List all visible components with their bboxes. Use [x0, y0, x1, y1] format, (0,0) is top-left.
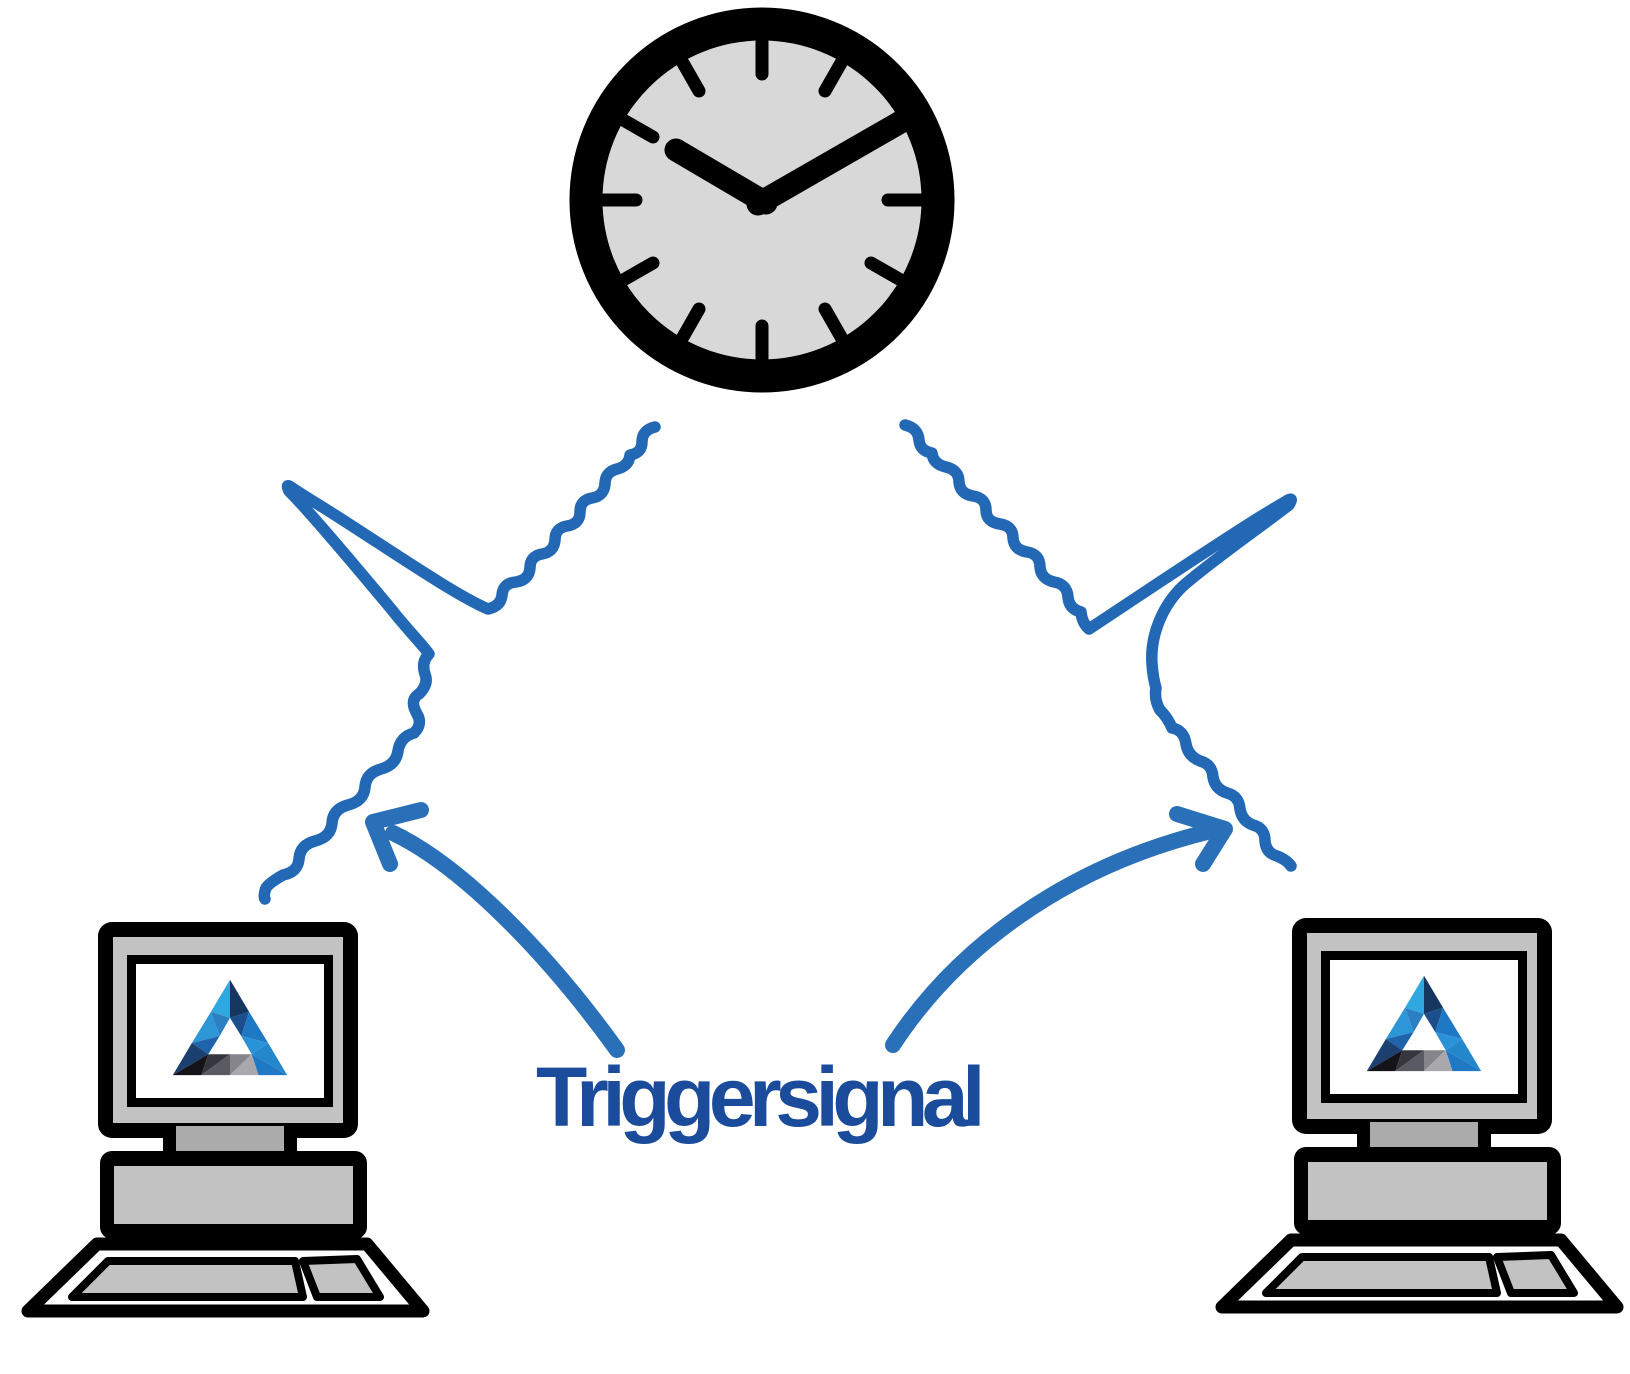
curved-arrow-left — [365, 802, 625, 1058]
computer-right — [1222, 918, 1617, 1307]
arrow-shaft — [885, 824, 1215, 1053]
clock-tick — [676, 56, 706, 98]
wall-clock-icon — [569, 7, 955, 393]
clock-tick — [618, 256, 660, 286]
triggersignal-label: Triggersignal — [536, 1050, 985, 1144]
arrow-head-icon — [1169, 806, 1233, 872]
computer-left — [28, 922, 423, 1311]
clock-tick — [676, 302, 706, 344]
signal-wave-right — [899, 419, 1297, 872]
clock-tick — [618, 114, 660, 144]
hour-hand — [664, 138, 778, 215]
clock-tick — [818, 302, 848, 344]
clock-tick — [864, 256, 906, 286]
clock-tick — [818, 56, 848, 98]
arrow-shaft — [385, 825, 625, 1058]
curved-arrow-right — [885, 806, 1233, 1053]
arrow-head-icon — [365, 802, 429, 872]
signal-wave-left — [258, 421, 661, 905]
minute-hand — [746, 100, 930, 216]
